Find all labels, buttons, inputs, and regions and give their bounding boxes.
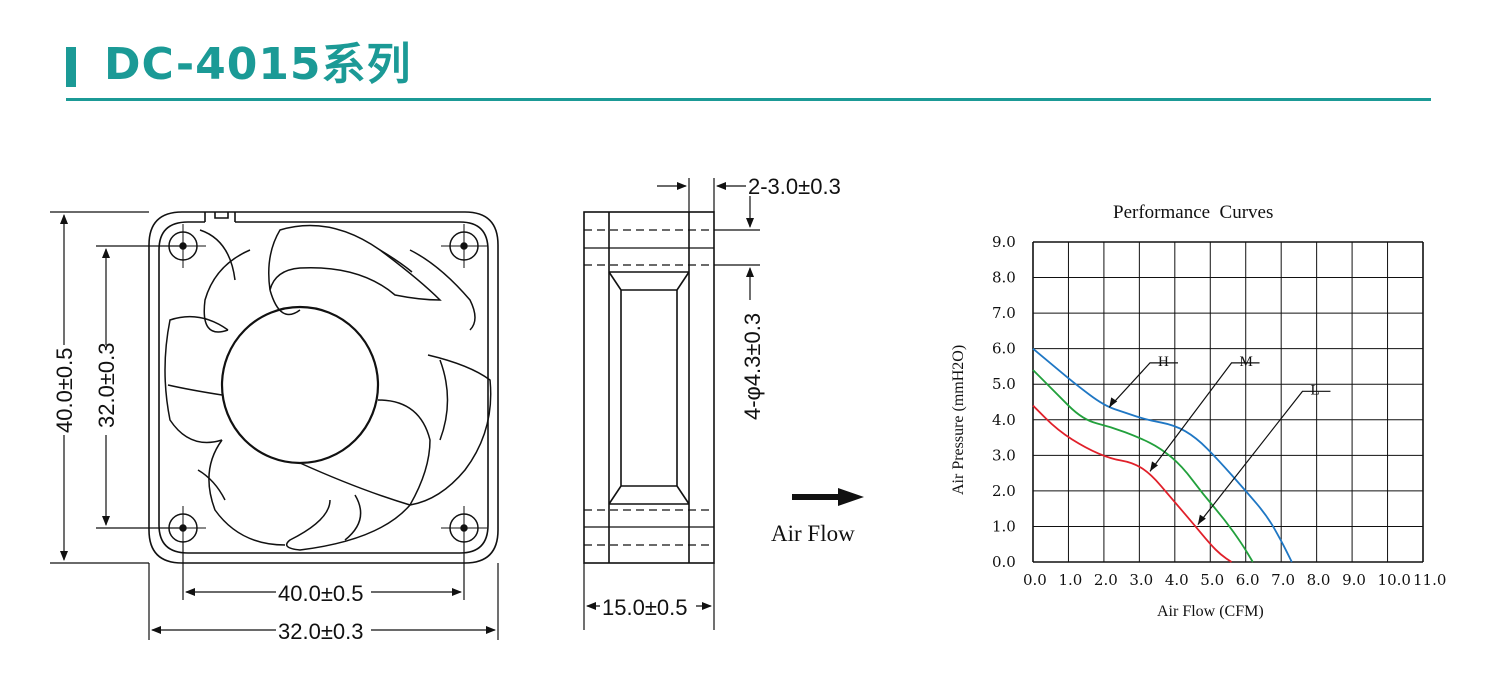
y-tick-label: 7.0	[992, 304, 1016, 322]
y-tick-label: 3.0	[992, 446, 1016, 464]
x-tick-label: 0.0	[1023, 571, 1047, 589]
x-tick-label: 2.0	[1094, 571, 1118, 589]
title-accent-bar	[66, 47, 76, 87]
y-tick-label: 1.0	[992, 517, 1016, 535]
airflow-indicator: Air Flow	[771, 488, 864, 546]
callout-leader-L	[1197, 390, 1331, 526]
page-header: DC-4015系列	[0, 0, 1507, 110]
y-tick-label: 0.0	[992, 553, 1016, 571]
hub-circle	[220, 305, 380, 465]
y-tick-label: 5.0	[992, 375, 1016, 393]
front-dimension-labels: 40.0±0.5 32.0±0.3 40.0±0.5 32.0±0.3	[50, 343, 371, 644]
chart-y-ticks: 0.0 1.0 2.0 3.0 4.0 5.0 6.0 7.0 8.0 9.0	[992, 233, 1016, 571]
chart-series	[1032, 347, 1293, 563]
side-outline	[583, 211, 715, 564]
dim-width-holes: 32.0±0.3	[278, 619, 363, 644]
x-tick-label: 5.0	[1200, 571, 1224, 589]
callout-leader-M	[1149, 362, 1260, 472]
dim-width-outer: 40.0±0.5	[278, 581, 363, 606]
chart-callouts: H M L	[1108, 354, 1331, 526]
y-tick-label: 8.0	[992, 269, 1016, 287]
x-tick-label: 6.0	[1236, 571, 1260, 589]
side-inner-channel	[608, 271, 690, 505]
series-line-M	[1032, 369, 1254, 563]
x-tick-label: 3.0	[1129, 571, 1153, 589]
callout-arrowhead	[1150, 461, 1158, 472]
series-line-H	[1032, 347, 1293, 563]
page-title: DC-4015系列	[104, 39, 412, 90]
hole-centerlines	[160, 224, 487, 550]
x-tick-label: 8.0	[1307, 571, 1331, 589]
series-line-L	[1032, 404, 1233, 563]
series-label-H: H	[1158, 354, 1169, 370]
chart-x-label: Air Flow (CFM)	[1157, 603, 1264, 620]
x-tick-label: 7.0	[1271, 571, 1295, 589]
x-tick-label: 10.0	[1378, 571, 1411, 589]
dim-height-holes: 32.0±0.3	[94, 343, 119, 428]
y-tick-label: 6.0	[992, 340, 1016, 358]
callout-arrowhead	[1197, 514, 1206, 525]
x-tick-label: 11.0	[1413, 571, 1446, 589]
airflow-label: Air Flow	[771, 521, 855, 546]
x-tick-label: 1.0	[1058, 571, 1082, 589]
side-dimension-labels: 2-3.0±0.3 4-φ4.3±0.3 15.0±0.5	[600, 174, 841, 620]
x-tick-label: 4.0	[1165, 571, 1189, 589]
fan-frame-notch	[204, 212, 236, 222]
chart-grid	[1032, 241, 1424, 563]
y-tick-label: 9.0	[992, 233, 1016, 251]
fan-frame-outline	[148, 211, 499, 564]
fan-blades	[164, 224, 492, 551]
chart-title: Performance Curves	[1113, 202, 1273, 223]
y-tick-label: 2.0	[992, 482, 1016, 500]
y-tick-label: 4.0	[992, 411, 1016, 429]
callout-arrowhead	[1109, 397, 1118, 408]
dim-height-outer: 40.0±0.5	[52, 348, 77, 433]
header-rule	[66, 98, 1431, 101]
dim-flange: 2-3.0±0.3	[748, 174, 841, 199]
performance-chart: Performance Curves 0.0 1.0 2.0 3.0 4.0 5.0 6.0…	[950, 202, 1446, 620]
dim-holes: 4-φ4.3±0.3	[740, 313, 765, 420]
chart-y-label: Air Pressure (mmH2O)	[950, 345, 967, 495]
x-tick-label: 9.0	[1342, 571, 1366, 589]
arrow-right-icon	[792, 488, 864, 506]
fan-frame-inner	[158, 221, 489, 554]
dim-depth: 15.0±0.5	[602, 595, 687, 620]
series-label-L: L	[1310, 382, 1319, 398]
side-view-drawing	[583, 178, 760, 630]
series-label-M: M	[1240, 354, 1253, 370]
callout-leader-H	[1108, 362, 1178, 408]
